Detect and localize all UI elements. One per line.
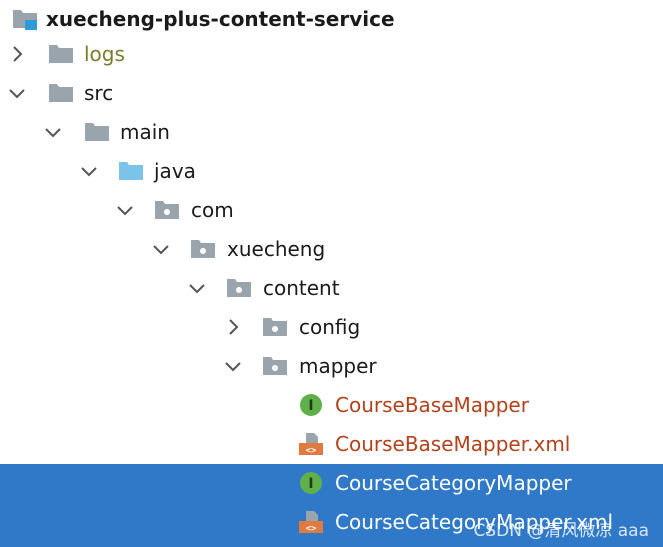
- tree-row-xuecheng[interactable]: xuecheng: [0, 230, 663, 269]
- package-icon: [226, 276, 252, 300]
- xml-badge-text: <>: [306, 446, 317, 456]
- xml-file-icon: <>: [298, 432, 324, 456]
- folder-label-main: main: [120, 120, 170, 144]
- tree-row-src[interactable]: src: [0, 74, 663, 113]
- csdn-watermark: CSDN @清风微凉 aaa: [473, 521, 649, 541]
- folder-label-logs: logs: [84, 42, 125, 66]
- package-icon: [154, 198, 180, 222]
- tree-row-course-base-mapper[interactable]: I CourseBaseMapper: [0, 386, 663, 425]
- tree-row-course-base-mapper-xml[interactable]: <> CourseBaseMapper.xml: [0, 425, 663, 464]
- chevron-right-icon[interactable]: [222, 316, 244, 338]
- package-label-com: com: [191, 198, 234, 222]
- interface-badge-letter: I: [308, 476, 313, 492]
- package-icon: [262, 354, 288, 378]
- tree-row-main[interactable]: main: [0, 113, 663, 152]
- interface-icon: I: [298, 471, 324, 495]
- tree-row-content[interactable]: content: [0, 269, 663, 308]
- tree-row-project-root[interactable]: xuecheng-plus-content-service: [0, 0, 663, 39]
- package-icon: [190, 237, 216, 261]
- chevron-down-icon[interactable]: [78, 160, 100, 182]
- tree-row-course-category-mapper[interactable]: I CourseCategoryMapper: [0, 464, 663, 503]
- folder-icon: [48, 81, 74, 105]
- tree-row-logs[interactable]: logs: [0, 35, 663, 74]
- file-label-course-base-mapper: CourseBaseMapper: [335, 393, 529, 417]
- chevron-down-icon[interactable]: [42, 121, 64, 143]
- file-label-course-category-mapper-xml: CourseCategoryMapper.xml: [335, 510, 614, 534]
- tree-row-config[interactable]: config: [0, 308, 663, 347]
- folder-label-java: java: [154, 159, 196, 183]
- interface-badge-letter: I: [308, 398, 313, 414]
- chevron-down-icon[interactable]: [186, 277, 208, 299]
- tree-row-mapper[interactable]: mapper: [0, 347, 663, 386]
- interface-icon: I: [298, 393, 324, 417]
- package-label-mapper: mapper: [299, 354, 377, 378]
- package-icon: [262, 315, 288, 339]
- file-label-course-base-mapper-xml: CourseBaseMapper.xml: [335, 432, 571, 456]
- folder-icon: [48, 42, 74, 66]
- chevron-down-icon[interactable]: [222, 355, 244, 377]
- tree-row-com[interactable]: com: [0, 191, 663, 230]
- tree-row-course-category-mapper-xml[interactable]: <> CourseCategoryMapper.xml: [0, 503, 663, 547]
- chevron-right-icon[interactable]: [6, 43, 28, 65]
- xml-file-icon: <>: [298, 510, 324, 534]
- folder-icon: [84, 120, 110, 144]
- chevron-down-icon[interactable]: [114, 199, 136, 221]
- package-label-config: config: [299, 315, 361, 339]
- chevron-down-icon[interactable]: [150, 238, 172, 260]
- source-folder-icon: [118, 159, 144, 183]
- package-label-content: content: [263, 276, 340, 300]
- package-label-xuecheng: xuecheng: [227, 237, 326, 261]
- project-root-label: xuecheng-plus-content-service: [46, 7, 395, 31]
- file-label-course-category-mapper: CourseCategoryMapper: [335, 471, 572, 495]
- chevron-down-icon[interactable]: [6, 82, 28, 104]
- xml-badge-text: <>: [306, 524, 317, 534]
- project-module-icon: [12, 7, 38, 31]
- tree-row-java[interactable]: java: [0, 152, 663, 191]
- folder-label-src: src: [84, 81, 114, 105]
